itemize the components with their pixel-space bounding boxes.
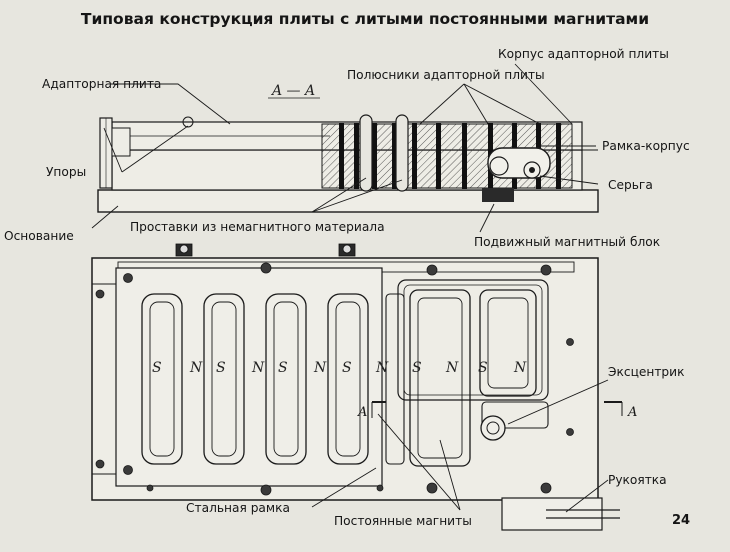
pole-letter: N <box>375 360 389 376</box>
label-handle: Рукоятка <box>608 473 667 487</box>
stop-block <box>111 127 131 157</box>
pole-letter: S <box>278 360 288 376</box>
section-view: A — A <box>97 83 599 213</box>
eccentric <box>480 401 549 441</box>
leader-lines <box>91 63 609 513</box>
pole-letter: N <box>513 360 527 376</box>
plan-view: A A <box>91 243 637 531</box>
movable-block-housing <box>397 279 549 401</box>
label-permanent-magnets: Постоянные магниты <box>334 514 472 528</box>
magnet-windows <box>141 293 369 465</box>
label-steel-frame: Стальная рамка <box>186 501 290 515</box>
stop-pin <box>182 116 194 128</box>
page-number: 24 <box>672 513 690 528</box>
labels: Адапторная плита Корпус адапторной плиты… <box>4 47 690 528</box>
label-base: Основание <box>4 229 74 243</box>
label-eccentric: Эксцентрик <box>608 365 684 379</box>
screw-icons <box>95 262 574 496</box>
label-spacers: Проставки из немагнитного материала <box>130 220 385 234</box>
cut-letter-left: A <box>357 405 367 420</box>
cut-mark-right: A <box>604 401 637 420</box>
label-stops: Упоры <box>46 165 86 179</box>
pole-letter: S <box>412 360 422 376</box>
spacer-slot <box>359 114 373 192</box>
label-adapter-poles: Полюсники адапторной плиты <box>347 68 545 82</box>
pole-letter: N <box>251 360 265 376</box>
base-plate <box>97 189 599 213</box>
movable-block-foot <box>482 188 514 202</box>
cut-mark-left: A <box>357 401 386 420</box>
pole-letter: S <box>216 360 226 376</box>
label-movable-block: Подвижный магнитный блок <box>474 235 660 249</box>
spacer-slot <box>395 114 409 192</box>
pole-letter: N <box>313 360 327 376</box>
label-frame-housing: Рамка-корпус <box>602 139 690 153</box>
pole-letter: S <box>152 360 162 376</box>
section-mark: A — A <box>270 83 315 99</box>
pole-letter: N <box>445 360 459 376</box>
label-adapter-plate: Адапторная плита <box>42 77 161 91</box>
permanent-magnet-bodies <box>385 289 537 467</box>
pole-letter: S <box>478 360 488 376</box>
pole-letter: N <box>189 360 203 376</box>
top-bolt-icons <box>175 243 356 257</box>
handle <box>501 497 620 531</box>
label-adapter-housing: Корпус адапторной плиты <box>498 47 669 61</box>
cut-letter-right: A <box>627 405 637 420</box>
adapter-plate-plan <box>115 267 383 487</box>
link-pin <box>489 156 509 176</box>
label-link: Серьга <box>608 178 653 192</box>
pole-letter: S <box>342 360 352 376</box>
title: Типовая конструкция плиты с литыми посто… <box>81 10 649 28</box>
